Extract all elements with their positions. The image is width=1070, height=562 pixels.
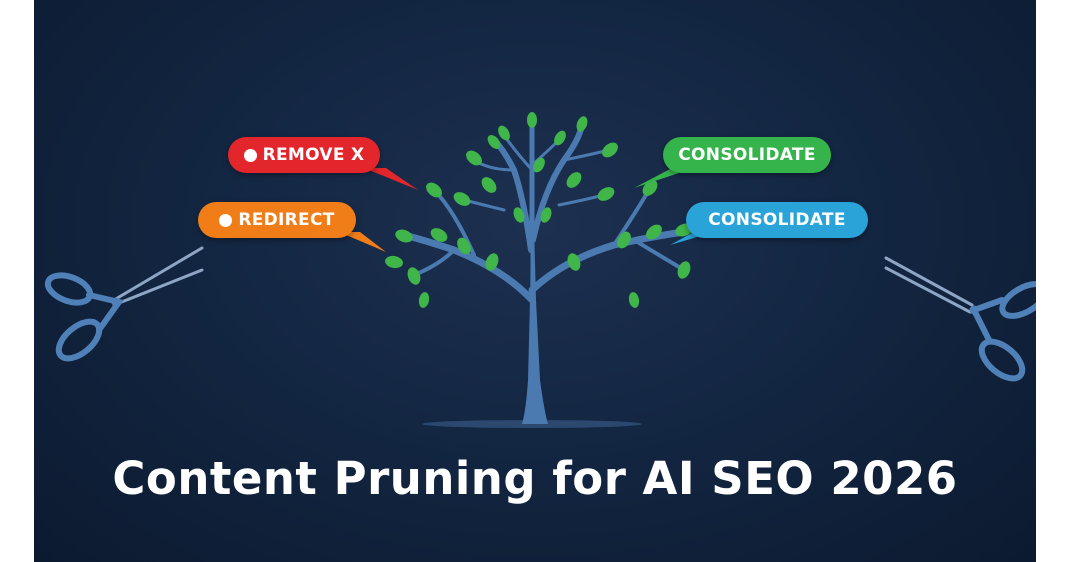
redirect-label-text: REDIRECT: [238, 210, 335, 230]
page-title: Content Pruning for AI SEO 2026: [112, 452, 958, 505]
bullet-dot: [243, 148, 257, 162]
consolidate-tail-1: [634, 168, 694, 188]
redirect-label: REDIRECT: [198, 202, 356, 238]
tree-trunk: [522, 230, 548, 424]
scissors-icon: [44, 246, 204, 362]
scissors-icon: [884, 256, 1036, 382]
consolidate-label-text: CONSOLIDATE: [708, 210, 846, 230]
tree-illustration: [44, 112, 1036, 428]
consolidate-label-text: CONSOLIDATE: [678, 145, 816, 165]
consolidate-label: CONSOLIDATE: [686, 202, 868, 238]
redirect-tail: [339, 232, 386, 252]
tree-leaves: [385, 112, 693, 308]
remove-tail: [364, 168, 418, 190]
bullet-dot: [219, 213, 233, 227]
remove-label: REMOVE X: [228, 137, 380, 173]
consolidate-label: CONSOLIDATE: [663, 137, 831, 173]
remove-label-text: REMOVE X: [262, 145, 365, 165]
banner: REMOVE X REDIRECT CONSOLIDATE CONSOLIDAT…: [34, 0, 1036, 562]
